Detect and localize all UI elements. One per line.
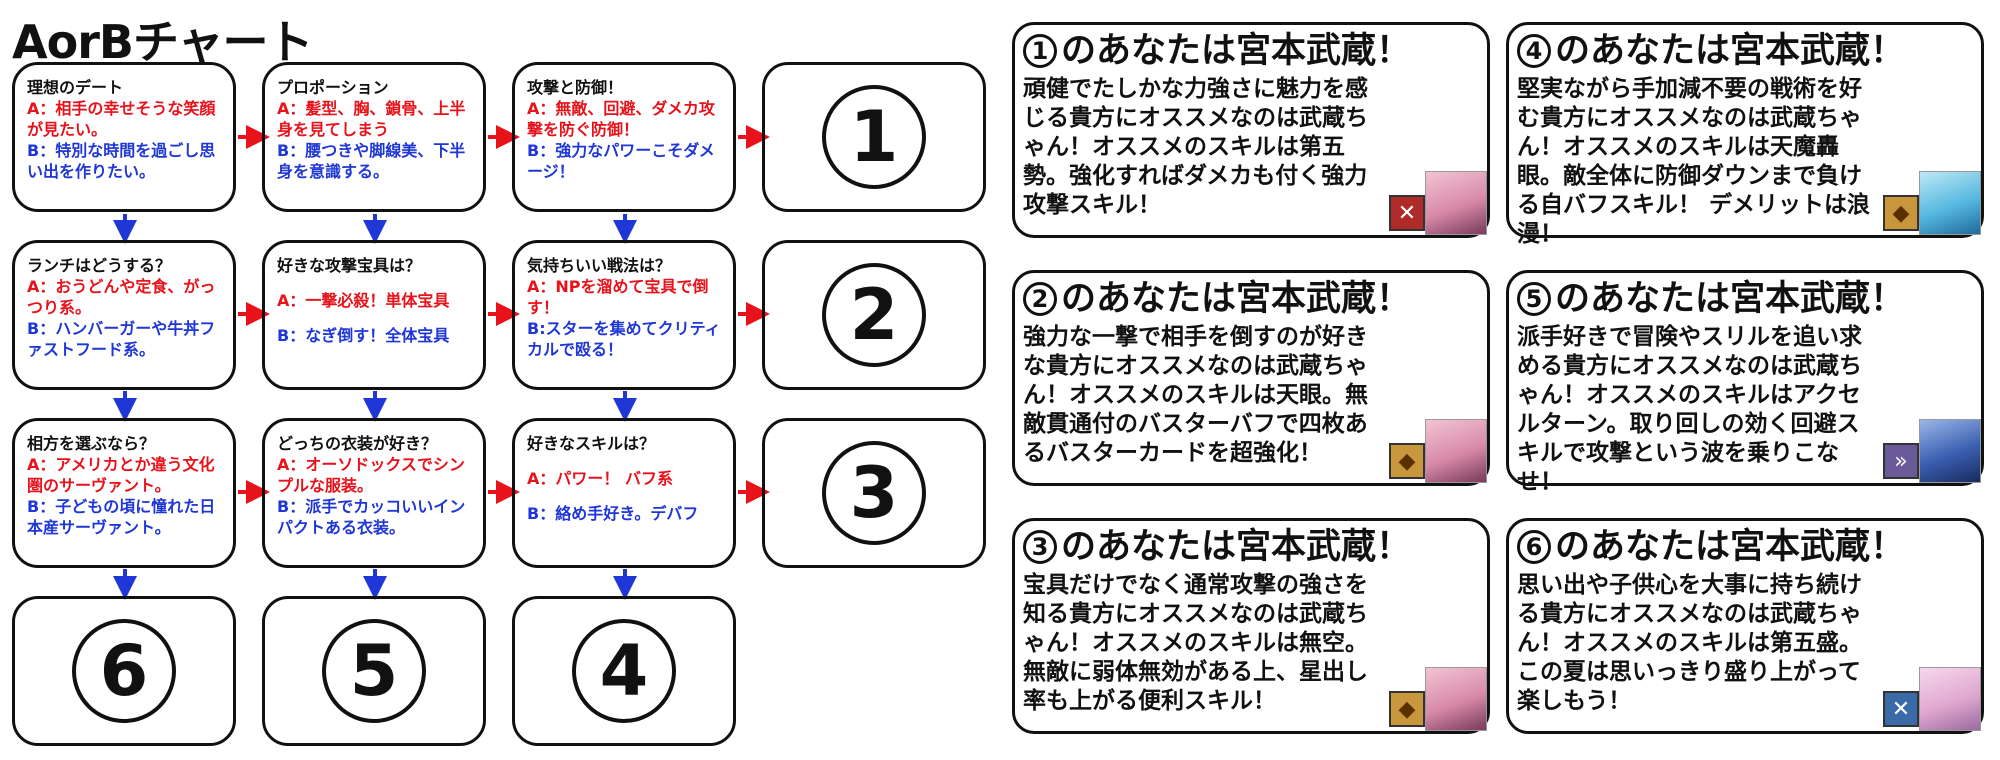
skill-icon: »: [1883, 443, 1919, 479]
result-number: 2: [822, 263, 926, 367]
question-box: プロポーション A：髪型、胸、鎖骨、上半身を見てしまう B：腰つきや脚線美、下半…: [262, 62, 486, 212]
option-a: A：無敵、回避、ダメカ攻撃を防ぐ防御！: [527, 99, 715, 139]
result-box: 4: [512, 596, 736, 746]
card-body: 頑健でたしかな力強さに魅力を感じる貴方にオススメなのは武蔵ちゃん！オススメのスキ…: [1023, 76, 1368, 218]
card-title: のあなたは宮本武蔵！: [1555, 527, 1906, 567]
option-a: A：オーソドックスでシンプルな服装。: [277, 455, 465, 495]
result-box: 1: [762, 62, 986, 212]
question-box: 気持ちいい戦法は？ A：NPを溜めて宝具で倒す！ B:スターを集めてクリティカル…: [512, 240, 736, 390]
result-box: 3: [762, 418, 986, 568]
question-box: ランチはどうする？ A：おうどんや定食、がっつり系。 B：ハンバーガーや牛丼ファ…: [12, 240, 236, 390]
result-box: 2: [762, 240, 986, 390]
question-title: 気持ちいい戦法は？: [527, 256, 672, 275]
card-number: 3: [1023, 530, 1057, 564]
option-a: A：パワー！ バフ系: [527, 469, 673, 488]
result-number: 4: [572, 619, 676, 723]
skill-icon: ✕: [1883, 691, 1919, 727]
result-number: 5: [322, 619, 426, 723]
card-title: のあなたは宮本武蔵！: [1061, 31, 1412, 71]
question-title: 好きなスキルは？: [527, 434, 656, 453]
card-number: 1: [1023, 34, 1057, 68]
portrait-image: [1425, 171, 1487, 235]
card-title: のあなたは宮本武蔵！: [1061, 279, 1412, 319]
option-b: B：派手でカッコいいインパクトある衣装。: [277, 497, 466, 537]
portrait-image: [1919, 419, 1981, 483]
question-box: 理想のデート A：相手の幸せそうな笑顔が見たい。 B：特別な時間を過ごし思い出を…: [12, 62, 236, 212]
option-a: A：相手の幸せそうな笑顔が見たい。: [27, 99, 216, 139]
question-title: 理想のデート: [27, 78, 124, 97]
question-box: 好きなスキルは？ A：パワー！ バフ系 B：絡め手好き。デバフ: [512, 418, 736, 568]
card-number: 5: [1517, 282, 1551, 316]
option-b: B：強力なパワーこそダメージ！: [527, 141, 715, 181]
card-title: のあなたは宮本武蔵！: [1555, 31, 1906, 71]
option-b: B:スターを集めてクリティカルで殴る！: [527, 319, 721, 359]
result-box: 6: [12, 596, 236, 746]
result-box: 5: [262, 596, 486, 746]
result-number: 3: [822, 441, 926, 545]
option-a: A：一撃必殺！単体宝具: [277, 291, 450, 310]
question-box: どっちの衣装が好き？ A：オーソドックスでシンプルな服装。 B：派手でカッコいい…: [262, 418, 486, 568]
skill-icon: ◆: [1389, 691, 1425, 727]
skill-icon: ◆: [1883, 195, 1919, 231]
card-body: 思い出や子供心を大事に持ち続ける貴方にオススメなのは武蔵ちゃん！オススメのスキル…: [1517, 572, 1862, 714]
question-title: 攻撃と防御！: [527, 78, 624, 97]
card-title: のあなたは宮本武蔵！: [1061, 527, 1412, 567]
card-body: 宝具だけでなく通常攻撃の強さを知る貴方にオススメなのは武蔵ちゃん！オススメのスキ…: [1023, 572, 1368, 714]
question-box: 相方を選ぶなら？ A：アメリカとか違う文化圏のサーヴァント。 B：子どもの頃に憧…: [12, 418, 236, 568]
question-title: プロポーション: [277, 78, 389, 97]
option-a: A：髪型、胸、鎖骨、上半身を見てしまう: [277, 99, 466, 139]
option-a: A：おうどんや定食、がっつり系。: [27, 277, 216, 317]
portrait-image: [1919, 171, 1981, 235]
page-title: AorBチャート: [12, 15, 313, 69]
portrait-image: [1425, 419, 1487, 483]
option-b: B：特別な時間を過ごし思い出を作りたい。: [27, 141, 216, 181]
skill-icon: ◆: [1389, 443, 1425, 479]
option-a: A：NPを溜めて宝具で倒す！: [527, 277, 709, 317]
result-number: 6: [72, 619, 176, 723]
question-title: ランチはどうする？: [27, 256, 172, 275]
option-a: A：アメリカとか違う文化圏のサーヴァント。: [27, 455, 215, 495]
card-number: 6: [1517, 530, 1551, 564]
option-b: B：絡め手好き。デバフ: [527, 504, 699, 523]
portrait-image: [1425, 667, 1487, 731]
question-title: 好きな攻撃宝具は？: [277, 256, 422, 275]
question-title: 相方を選ぶなら？: [27, 434, 156, 453]
card-body: 堅実ながら手加減不要の戦術を好む貴方にオススメなのは武蔵ちゃん！オススメのスキル…: [1517, 76, 1871, 247]
option-b: B：ハンバーガーや牛丼ファストフード系。: [27, 319, 216, 359]
question-box: 好きな攻撃宝具は？ A：一撃必殺！単体宝具 B：なぎ倒す！全体宝具: [262, 240, 486, 390]
question-box: 攻撃と防御！ A：無敵、回避、ダメカ攻撃を防ぐ防御！ B：強力なパワーこそダメー…: [512, 62, 736, 212]
card-number: 4: [1517, 34, 1551, 68]
skill-icon: ✕: [1389, 195, 1425, 231]
question-title: どっちの衣装が好き？: [277, 434, 438, 453]
result-number: 1: [822, 85, 926, 189]
portrait-image: [1919, 667, 1981, 731]
option-b: B：腰つきや脚線美、下半身を意識する。: [277, 141, 466, 181]
card-body: 強力な一撃で相手を倒すのが好きな貴方にオススメなのは武蔵ちゃん！オススメのスキル…: [1023, 324, 1368, 466]
card-title: のあなたは宮本武蔵！: [1555, 279, 1906, 319]
card-body: 派手好きで冒険やスリルを追い求める貴方にオススメなのは武蔵ちゃん！オススメのスキ…: [1517, 324, 1862, 495]
card-number: 2: [1023, 282, 1057, 316]
option-b: B：子どもの頃に憧れた日本産サーヴァント。: [27, 497, 216, 537]
option-b: B：なぎ倒す！全体宝具: [277, 326, 450, 345]
